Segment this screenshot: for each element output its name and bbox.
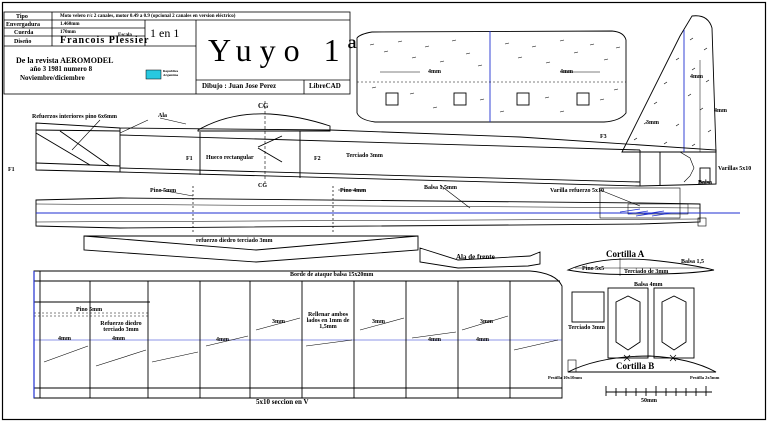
wing-rib-dim-5: 3mm (372, 319, 385, 325)
cuerda-value: 170mm (60, 30, 76, 35)
stabilizer-outline (356, 30, 627, 123)
section-b-left: Pestilla 10x10mm (548, 375, 582, 380)
note-terciado: Terciado 3mm (346, 153, 383, 159)
software-name: LibreCAD (309, 82, 341, 90)
scale-bar (605, 386, 712, 396)
fin-dim-c: 4mm (714, 108, 727, 114)
formers (571, 287, 695, 359)
envergadura-value: 1.460mm (60, 22, 80, 27)
scale-bar-label: 50mm (641, 398, 657, 404)
source-line-1: De la revista AEROMODEL (16, 56, 114, 65)
section-b-right: Pestilla 2x5mm (690, 375, 720, 380)
note-pino-5: Pino 5mm (150, 188, 177, 194)
stabilizer-hatching (369, 39, 621, 113)
section-a-terciado: Terciado de 3mm (624, 269, 669, 275)
title-block-frame (3, 11, 351, 95)
tipo-value: Moto velero r/c 2 canales, motor 0.49 a … (60, 14, 236, 19)
label-cuerda: Cuerda (14, 30, 34, 36)
fuselage-top-hatch (619, 208, 673, 217)
badge-text: Republica Argentina (163, 69, 179, 77)
note-pino-4: Pino 4mm (340, 188, 367, 194)
note-varilla: Varilla refuerzo 5x10 (550, 188, 604, 194)
label-f2: F2 (314, 156, 321, 162)
wing-front-label: Ala de frente (456, 253, 495, 261)
note-hueco: Hueco rectangular (206, 155, 254, 161)
balsa-4mm: Balsa 4mm (634, 282, 663, 288)
section-a-title: Cortilla A (606, 249, 645, 259)
section-b (567, 355, 717, 373)
terciado-3mm: Terciado 3mm (568, 325, 605, 331)
label-diseno: Diseño (14, 39, 32, 45)
note-balsa-tail: Balsa (698, 180, 713, 186)
label-cg: CG (258, 102, 269, 110)
dihedral-brace (83, 235, 419, 263)
wing-rib-dim-8: 4mm (476, 337, 489, 343)
wing-plan-view (33, 270, 563, 399)
label-envergadura: Envergadura (6, 22, 41, 28)
leader-lines (71, 117, 641, 209)
fin-hatching (633, 37, 712, 147)
wing-rib-dim-4: 3mm (272, 319, 285, 325)
wing-front-view (419, 247, 541, 269)
section-a (566, 258, 715, 276)
note-refuerzos: Refuerzos interiores pino 6x6mm (32, 114, 118, 120)
note-terciado-low: refuerzo diedro terciado 3mm (196, 238, 273, 244)
section-a-balsa: Balsa 1,5 (681, 259, 705, 265)
note-varilla-deriva: Varillas 5x10 (718, 166, 752, 172)
fin-dim-a: 4mm (690, 74, 703, 80)
label-f1: F1 (186, 156, 193, 162)
escala-value: 1 en 1 (150, 26, 180, 40)
wing-rib-dim-1: 4mm (58, 336, 71, 342)
wing-rib-dim-7: 4mm (428, 337, 441, 343)
label-cg-bottom: CG (258, 183, 267, 189)
wing-rib-dim-3: 4mm (216, 337, 229, 343)
wing-rib-dim-2: 4mm (112, 336, 125, 342)
fuselage-side-view (35, 101, 717, 187)
fin-outline (621, 15, 717, 153)
source-line-3: Noviembre/diciembre (20, 74, 85, 82)
wing-bay-center-note: Rellenar ambos lados en 1mm de 1,5mm (306, 312, 350, 330)
wing-rib-dim-6: 3mm (480, 319, 493, 325)
wing-refuerzo-note: Refuerzo diedro terciado 3mm (100, 321, 142, 333)
wing-diagonals (43, 315, 559, 367)
stab-dim-left: 4mm (428, 69, 441, 75)
wing-top-note: Borde de ataque balsa 15x20mm (290, 272, 374, 278)
note-balsa: Balsa 1,5mm (424, 185, 457, 191)
fuselage-top-view (35, 186, 740, 234)
label-ala: Ala (158, 113, 167, 119)
label-tipo: Tipo (16, 14, 28, 20)
model-name: Yuyo 1ª (208, 32, 365, 68)
source-line-2: año 3 1981 numero 8 (30, 65, 93, 73)
wing-pino-note: Pino 5mm (76, 307, 103, 313)
stab-dim-right: 4mm (560, 69, 573, 75)
republic-badge (145, 69, 162, 80)
section-b-title: Cortilla B (616, 361, 655, 371)
drawing-credit: Dibujo : Juan Jose Perez (202, 82, 277, 90)
label-f3: F3 (600, 134, 607, 140)
wing-bottom-note: 5x10 seccion en V (256, 398, 309, 406)
designer-name: Francois Plessier (60, 35, 150, 46)
fin-dim-b: 3mm (646, 120, 659, 126)
label-f1-left: F1 (8, 167, 15, 173)
escala-label: Escala (118, 33, 132, 38)
section-a-pino: Pino 5x5 (582, 266, 605, 272)
